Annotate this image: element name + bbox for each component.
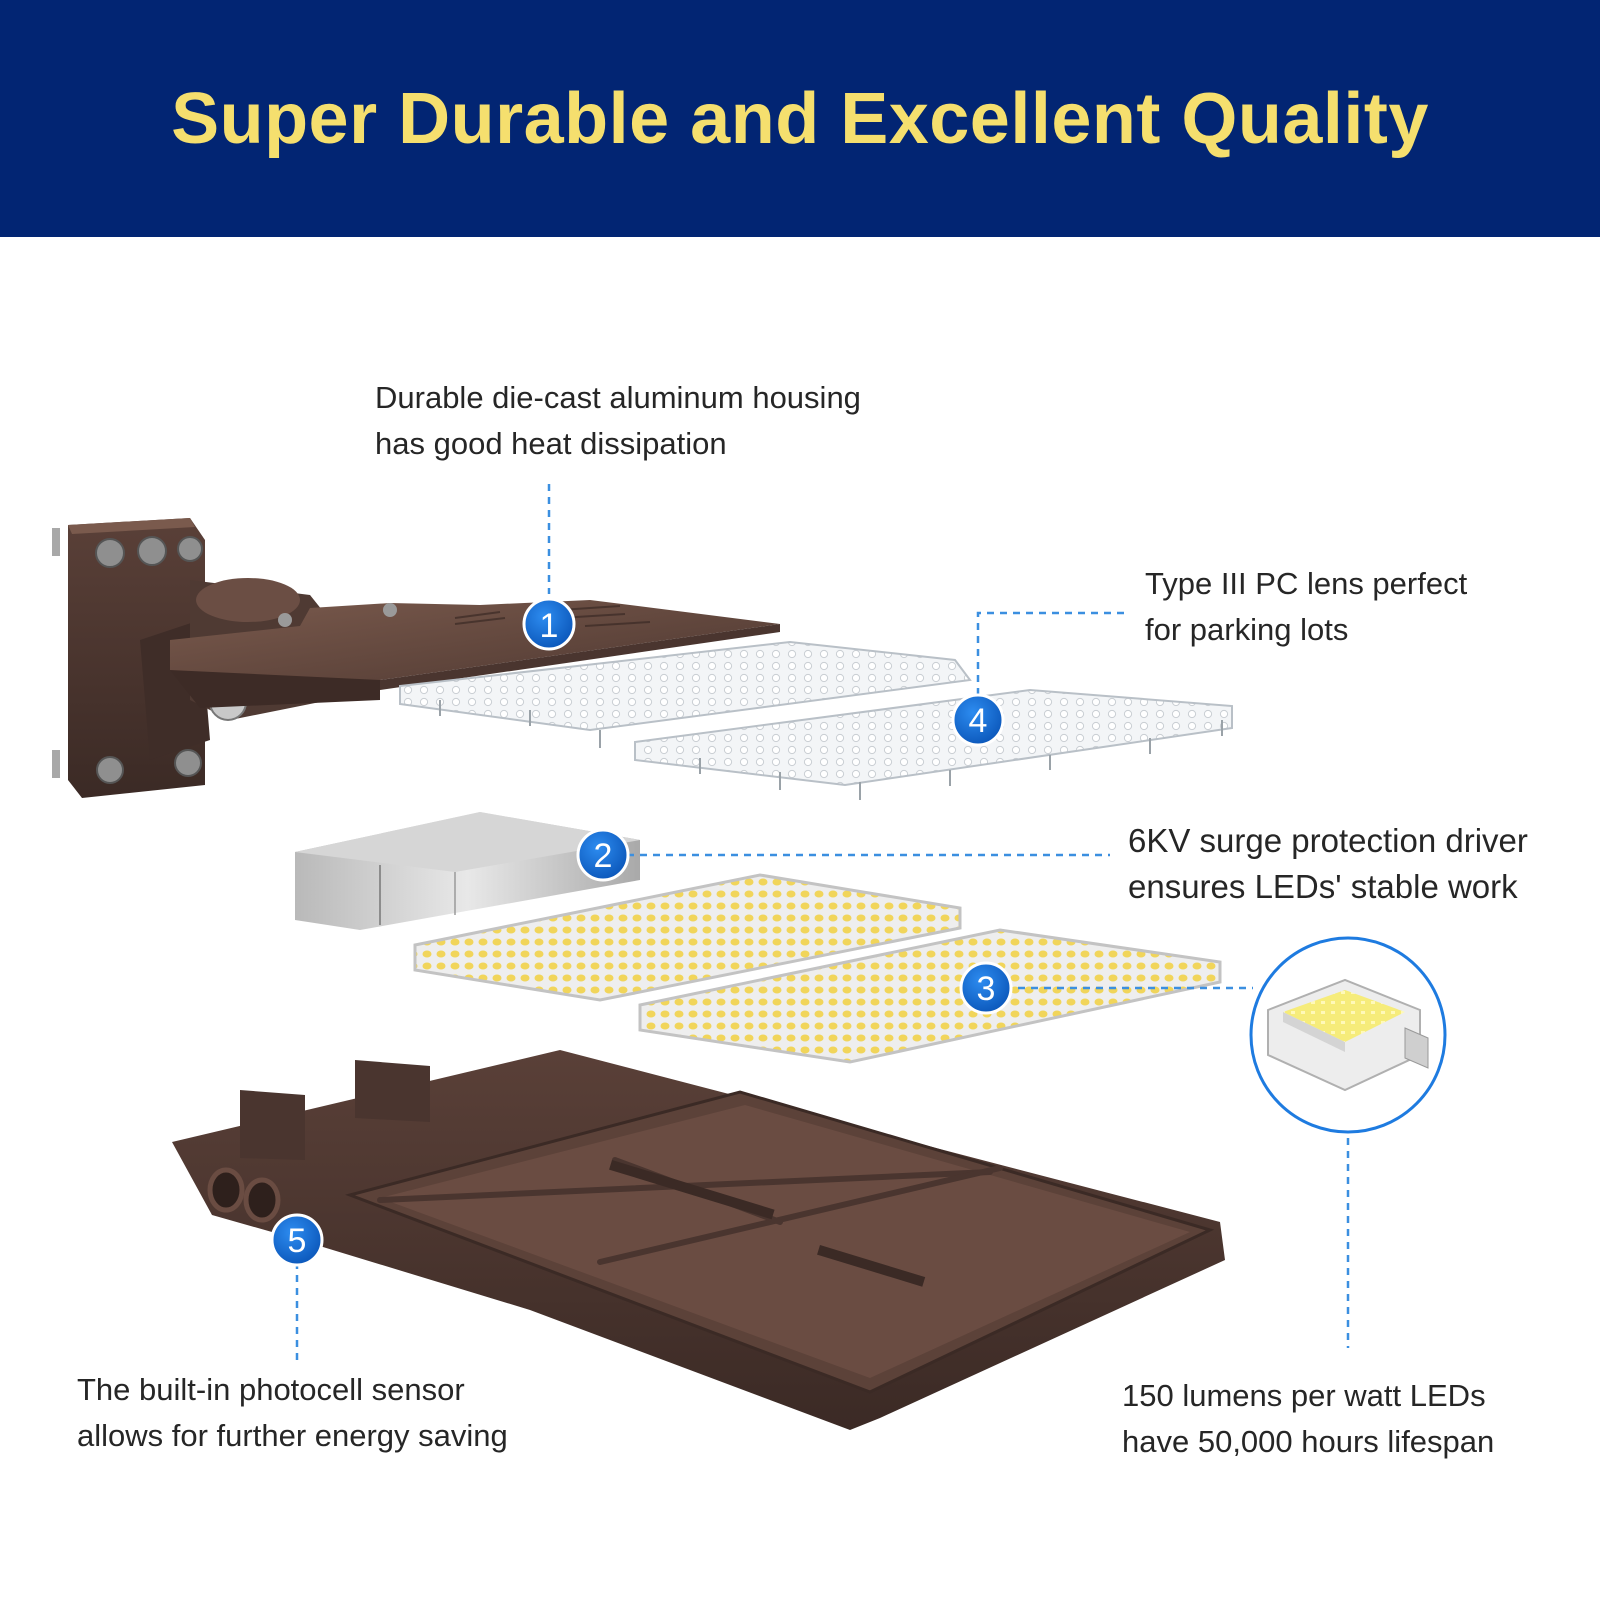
led-chip-icon: [1267, 978, 1429, 1092]
svg-text:4: 4: [969, 702, 988, 740]
led-chip-inset: [1249, 936, 1447, 1134]
marker-2: 2: [576, 828, 630, 882]
header-banner: Super Durable and Excellent Quality: [0, 0, 1600, 237]
callout-driver-line1: 6KV surge protection driver: [1128, 822, 1528, 859]
lens-panels: [399, 640, 1233, 800]
leader-line-lens: [976, 611, 1124, 700]
leader-lines: [295, 484, 1350, 1365]
callout-driver-line2: ensures LEDs' stable work: [1128, 868, 1518, 905]
svg-text:1: 1: [540, 607, 559, 645]
callout-photocell-line2: allows for further energy saving: [77, 1418, 508, 1453]
callout-leds: 150 lumens per watt LEDs have 50,000 hou…: [1122, 1373, 1494, 1465]
callout-housing-line2: has good heat dissipation: [375, 426, 727, 461]
bottom-tray: [172, 1050, 1225, 1430]
callout-photocell-line1: The built-in photocell sensor: [77, 1372, 465, 1407]
svg-text:3: 3: [977, 970, 996, 1008]
page-title: Super Durable and Excellent Quality: [171, 78, 1429, 159]
callout-housing-line1: Durable die-cast aluminum housing: [375, 380, 861, 415]
marker-4: 4: [951, 693, 1005, 747]
callout-lens-line1: Type III PC lens perfect: [1145, 566, 1468, 601]
driver-box: [295, 812, 640, 930]
svg-text:5: 5: [288, 1222, 307, 1260]
callout-lens: Type III PC lens perfect for parking lot…: [1145, 561, 1467, 653]
mount-bracket: [52, 518, 210, 798]
marker-5: 5: [270, 1213, 324, 1267]
callout-leds-line2: have 50,000 hours lifespan: [1122, 1424, 1495, 1459]
top-housing-assembly: [52, 518, 780, 798]
led-boards: [413, 873, 1222, 1064]
callout-photocell: The built-in photocell sensor allows for…: [77, 1367, 508, 1459]
callout-leds-line1: 150 lumens per watt LEDs: [1122, 1378, 1486, 1413]
marker-1: 1: [522, 597, 576, 651]
svg-text:2: 2: [594, 837, 613, 875]
callout-driver: 6KV surge protection driver ensures LEDs…: [1128, 818, 1528, 910]
callout-lens-line2: for parking lots: [1145, 612, 1349, 647]
callout-housing: Durable die-cast aluminum housing has go…: [375, 375, 861, 467]
marker-3: 3: [959, 961, 1013, 1015]
